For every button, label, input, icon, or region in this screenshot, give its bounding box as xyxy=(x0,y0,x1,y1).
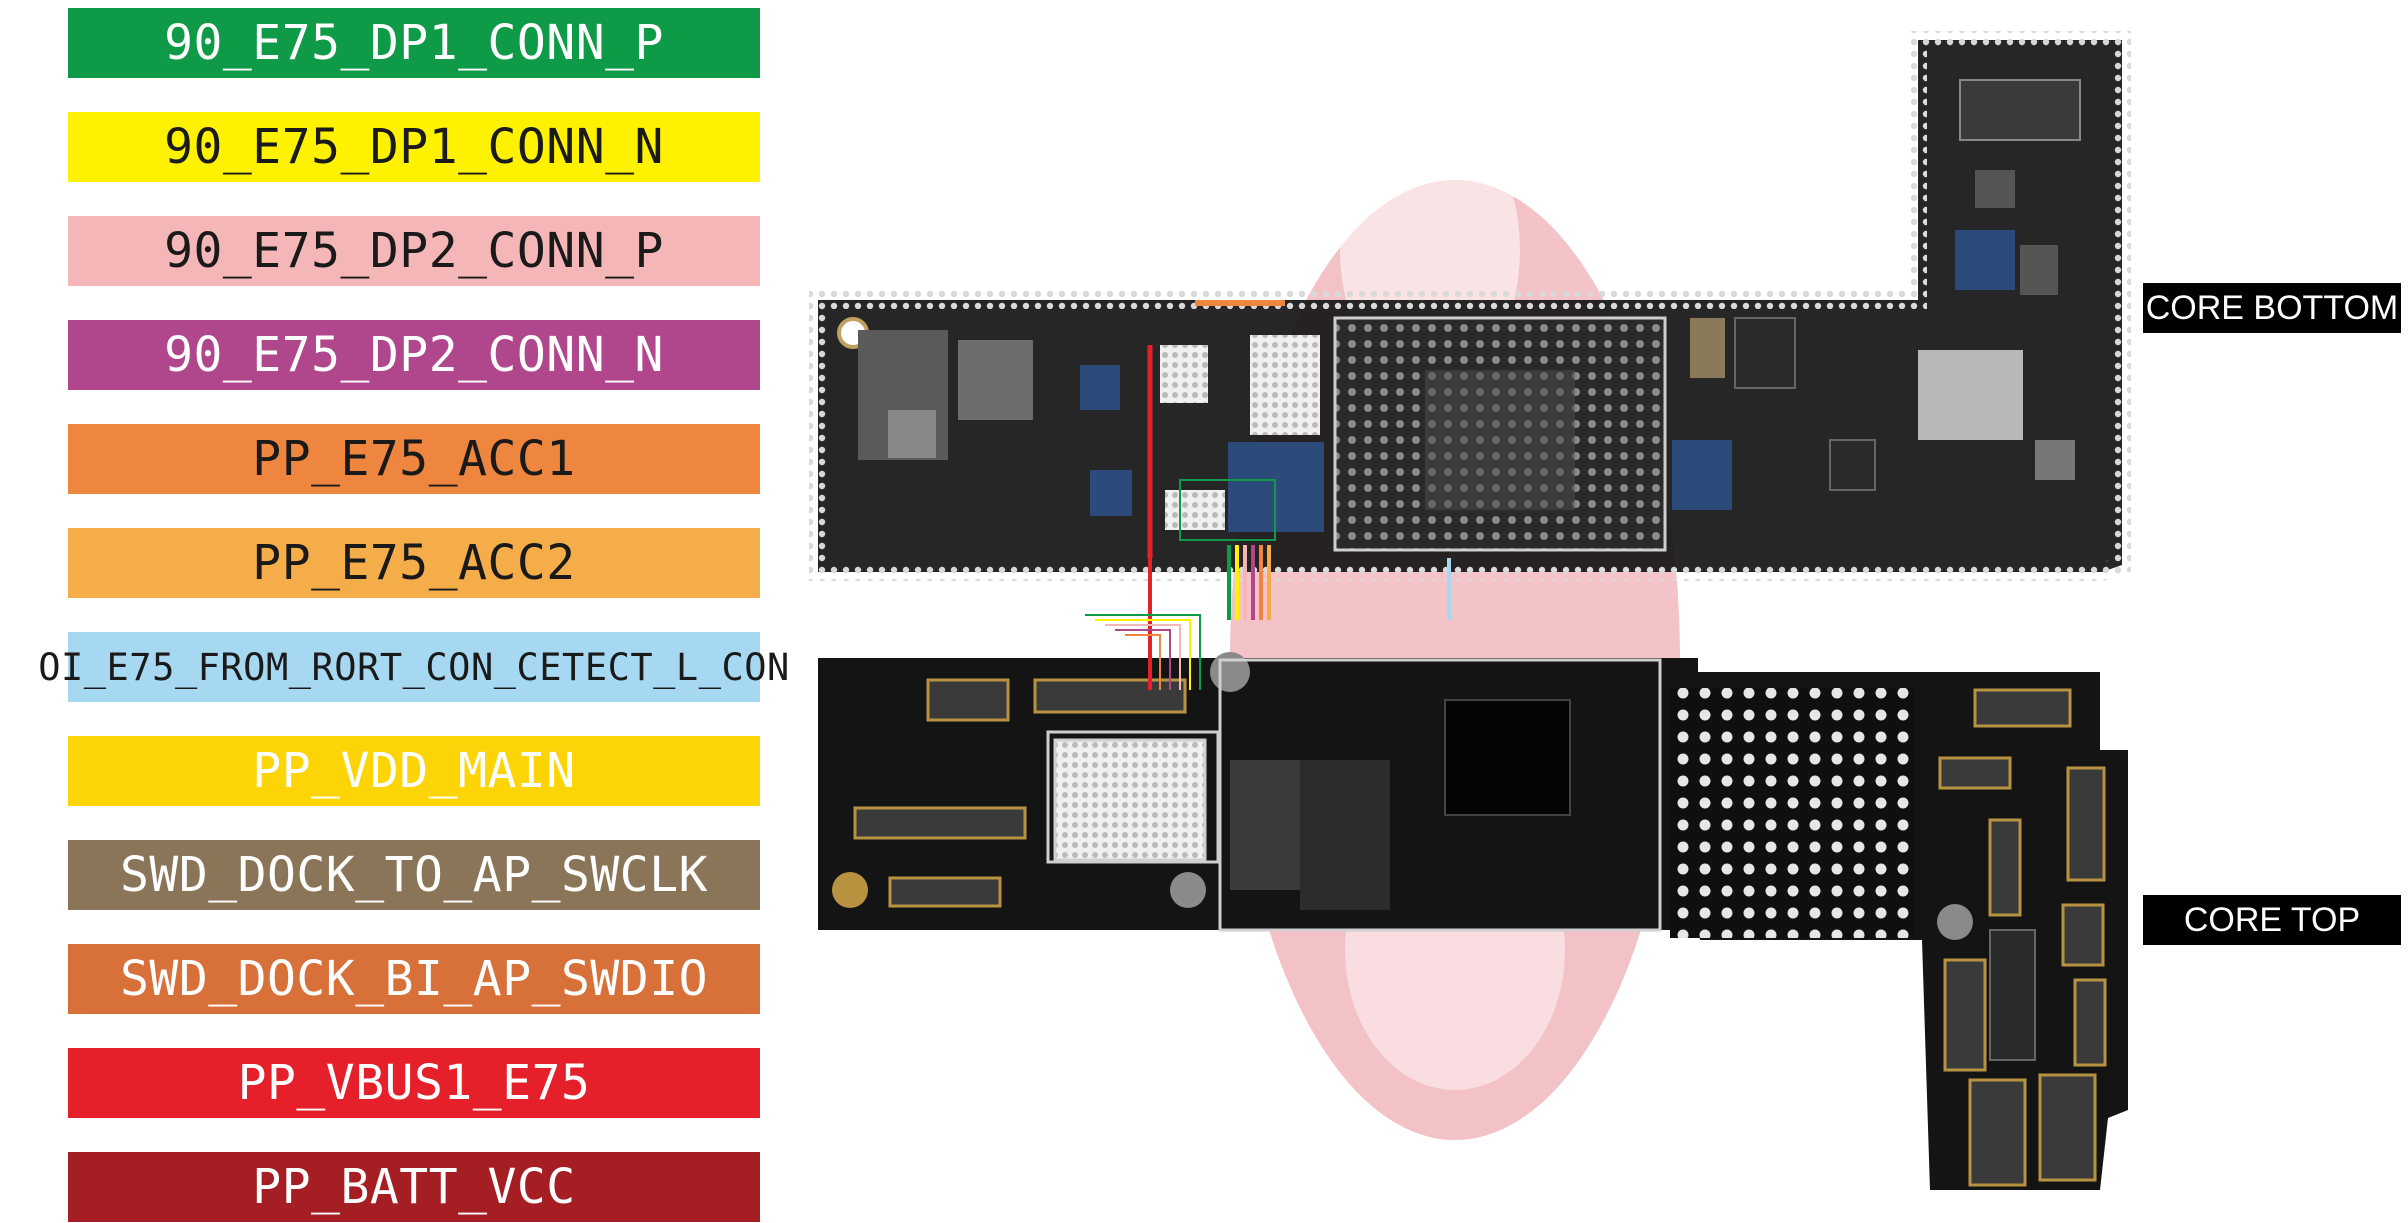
legend-label: 90_E75_DP1_CONN_P xyxy=(164,15,664,71)
legend-label: 90_E75_DP2_CONN_N xyxy=(164,327,664,383)
legend-label: PP_E75_ACC1 xyxy=(252,431,576,487)
legend-label: PP_VDD_MAIN xyxy=(252,743,576,799)
core-top-label: CORE TOP xyxy=(2143,895,2401,945)
legend-swatch-vbus1: PP_VBUS1_E75 xyxy=(68,1048,760,1118)
legend-label: OI_E75_FROM_RORT_CON_CETECT_L_CON xyxy=(38,645,790,689)
legend-label: 90_E75_DP2_CONN_P xyxy=(164,223,664,279)
legend-swatch-vdd-main: PP_VDD_MAIN xyxy=(68,736,760,806)
net-traces xyxy=(1085,545,1451,690)
legend-label: SWD_DOCK_TO_AP_SWCLK xyxy=(120,847,708,903)
legend-swatch-batt-vcc: PP_BATT_VCC xyxy=(68,1152,760,1222)
legend-label: PP_E75_ACC2 xyxy=(252,535,576,591)
legend-swatch-acc1: PP_E75_ACC1 xyxy=(68,424,760,494)
core-bottom-label: CORE BOTTOM xyxy=(2143,283,2401,333)
legend-swatch-dp1-n: 90_E75_DP1_CONN_N xyxy=(68,112,760,182)
legend-swatch-swdio: SWD_DOCK_BI_AP_SWDIO xyxy=(68,944,760,1014)
watermark-logo xyxy=(1230,110,1680,1140)
legend-swatch-acc2: PP_E75_ACC2 xyxy=(68,528,760,598)
legend-label: PP_VBUS1_E75 xyxy=(237,1055,591,1111)
legend-label: SWD_DOCK_BI_AP_SWDIO xyxy=(120,951,708,1007)
legend-swatch-dp2-p: 90_E75_DP2_CONN_P xyxy=(68,216,760,286)
legend-label: PP_BATT_VCC xyxy=(252,1159,576,1215)
legend-swatch-swclk: SWD_DOCK_TO_AP_SWCLK xyxy=(68,840,760,910)
legend-swatch-dp1-p: 90_E75_DP1_CONN_P xyxy=(68,8,760,78)
core-bottom-board xyxy=(809,31,2131,581)
legend-label: 90_E75_DP1_CONN_N xyxy=(164,119,664,175)
legend-swatch-port-detect: OI_E75_FROM_RORT_CON_CETECT_L_CON xyxy=(38,632,789,702)
core-top-board xyxy=(818,652,2128,1190)
legend-swatch-dp2-n: 90_E75_DP2_CONN_N xyxy=(68,320,760,390)
